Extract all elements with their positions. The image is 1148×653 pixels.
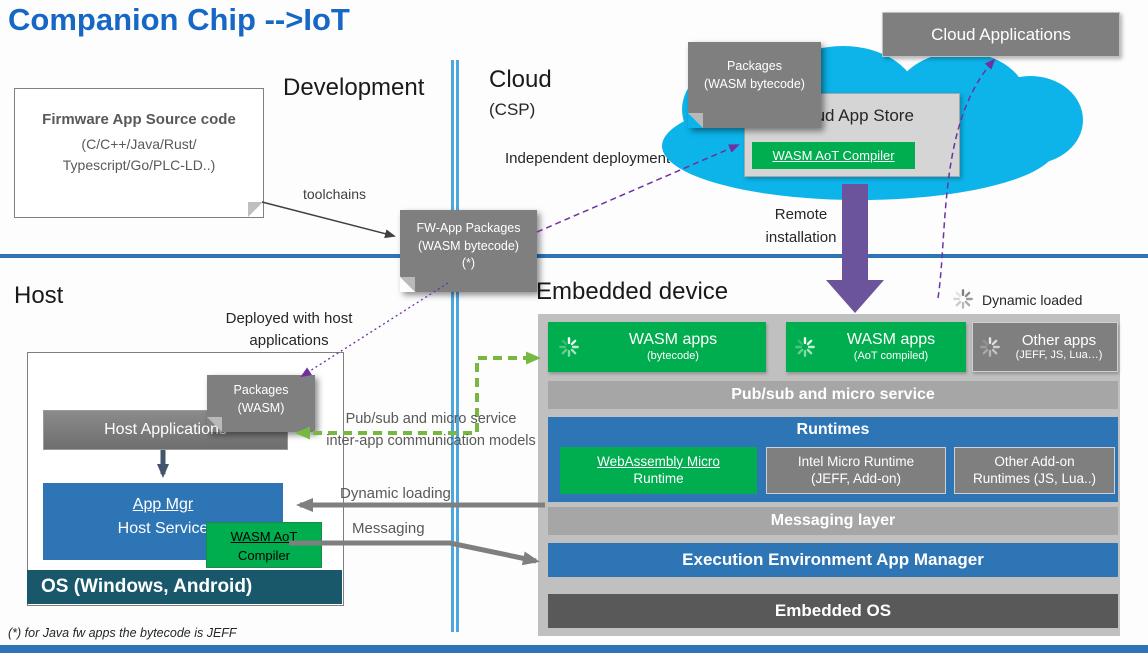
pubsub-bar-label: Pub/sub and micro service [731,386,935,403]
runtime-line2: Runtimes (JS, Lua..) [972,470,1097,486]
app-box-subtitle: (bytecode) [647,349,699,362]
pubsub-comm-line1: Pub/sub and micro service [345,411,517,427]
cloud-app-store-title: Cloud App Store [790,106,914,125]
other-apps-box: Other apps (JEFF, JS, Lua…) [972,322,1118,372]
packages-bytecode-line1: Packages [727,59,782,73]
embedded-os-bar: Embedded OS [548,594,1118,628]
execution-environment-label: Execution Environment App Manager [682,550,984,569]
runtime-line2: (JEFF, Add-on) [810,470,902,486]
packages-wasm-note: Packages (WASM) [207,375,315,432]
intel-micro-runtime-box: Intel Micro Runtime (JEFF, Add-on) [766,447,946,494]
execution-environment-bar: Execution Environment App Manager [548,543,1118,577]
fw-app-packages-note: FW-App Packages (WASM bytecode) (*) [400,210,537,292]
app-box-title: WASM apps [628,331,718,349]
cloud-applications-label: Cloud Applications [931,24,1071,44]
spinner-icon [979,336,1001,358]
cloud-shape-bump [978,76,1083,164]
cloud-wasm-aot-compiler-box: WASM AoT Compiler [752,142,915,169]
independent-deployment-label: Independent deployment [505,150,671,167]
packages-wasm-line2: (WASM) [237,400,285,415]
pubsub-communication-label: Pub/sub and micro service inter-app comm… [320,408,542,453]
cloud-applications-box: Cloud Applications [882,12,1120,57]
firmware-source-line2: (C/C++/Java/Rust/ [81,136,197,152]
firmware-source-line3: Typescript/Go/PLC-LD..) [62,157,216,173]
host-compiler-line2: Compiler [237,547,290,563]
remote-installation-label: Remote installation [745,203,857,250]
host-compiler-line1: WASM AoT [230,529,298,544]
host-applications-label: Host Applications [104,421,227,438]
messaging-layer-label: Messaging layer [770,512,896,529]
packages-wasm-bytecode-note: Packages (WASM bytecode) [688,42,821,128]
runtime-line1: WebAssembly Micro [597,453,720,469]
folded-corner [400,277,415,292]
deployed-line1: Deployed with host [225,310,353,327]
fw-note-line1: FW-App Packages [416,221,521,235]
remote-installation-line1: Remote [774,206,828,223]
host-os-bar: OS (Windows, Android) [27,570,342,604]
runtime-line1: Intel Micro Runtime [797,453,915,469]
other-addon-runtimes-box: Other Add-on Runtimes (JS, Lua..) [954,447,1115,494]
fw-note-line3: (*) [461,256,476,270]
spinner-icon [952,288,974,310]
packages-wasm-line1: Packages [233,383,289,397]
folded-corner [207,417,222,432]
dynamic-loaded-label: Dynamic loaded [982,292,1083,308]
page-title: Companion Chip -->IoT [8,2,350,37]
wasm-apps-aot-box: WASM apps (AoT compiled) [786,322,966,372]
cloud-wasm-aot-compiler-label: WASM AoT Compiler [772,148,895,163]
app-mgr-line1: App Mgr [132,496,194,513]
horizontal-divider [0,254,1148,258]
app-box-title: WASM apps [846,331,936,349]
runtimes-title: Runtimes [796,421,870,438]
fw-note-line2: (WASM bytecode) [418,238,519,253]
app-box-title: Other apps [1021,332,1097,350]
section-label-development: Development [283,74,425,101]
packages-bytecode-line2: (WASM bytecode) [704,76,805,91]
section-label-cloud: Cloud [489,66,552,93]
wasm-apps-bytecode-text: WASM apps (bytecode) [580,331,766,362]
firmware-source-title: Firmware App Source code [42,111,236,128]
vertical-divider [451,60,459,632]
host-os-label: OS (Windows, Android) [41,576,253,597]
wasm-apps-aot-text: WASM apps (AoT compiled) [816,331,966,362]
embedded-os-label: Embedded OS [774,601,892,620]
deployed-line2: applications [249,331,329,349]
pubsub-comm-line2: inter-app communication models [326,433,536,450]
toolchains-label: toolchains [303,186,367,202]
messaging-label: Messaging [352,520,425,537]
app-box-subtitle: (JEFF, JS, Lua…) [1015,349,1103,362]
toolchains-arrow [261,201,396,239]
app-box-subtitle: (AoT compiled) [853,349,929,362]
other-apps-text: Other apps (JEFF, JS, Lua…) [1001,332,1117,362]
section-label-cloud-csp: (CSP) [489,100,536,119]
host-wasm-aot-compiler-box: WASM AoT Compiler [206,522,322,568]
messaging-layer-bar: Messaging layer [548,507,1118,535]
firmware-source-box: Firmware App Source code (C/C++/Java/Rus… [14,88,264,218]
section-label-embedded-device: Embedded device [536,278,729,305]
dynamic-loading-label: Dynamic loading [340,485,451,502]
pubsub-micro-service-bar: Pub/sub and micro service [548,381,1118,409]
app-mgr-line2: Host Service [117,520,209,537]
folded-corner [248,202,263,217]
runtime-line1: Other Add-on [994,453,1075,469]
deployed-with-host-label: Deployed with host applications [205,308,373,352]
footnote: (*) for Java fw apps the bytecode is JEF… [8,626,237,640]
wasm-apps-bytecode-box: WASM apps (bytecode) [548,322,766,372]
remote-installation-line2: installation [765,229,837,247]
spinner-icon [794,336,816,358]
runtime-line2: Runtime [633,470,684,486]
webassembly-micro-runtime-box: WebAssembly Micro Runtime [560,447,757,494]
folded-corner [688,113,703,128]
bottom-accent-bar [0,645,1148,653]
spinner-icon [558,336,580,358]
section-label-host: Host [14,282,64,309]
